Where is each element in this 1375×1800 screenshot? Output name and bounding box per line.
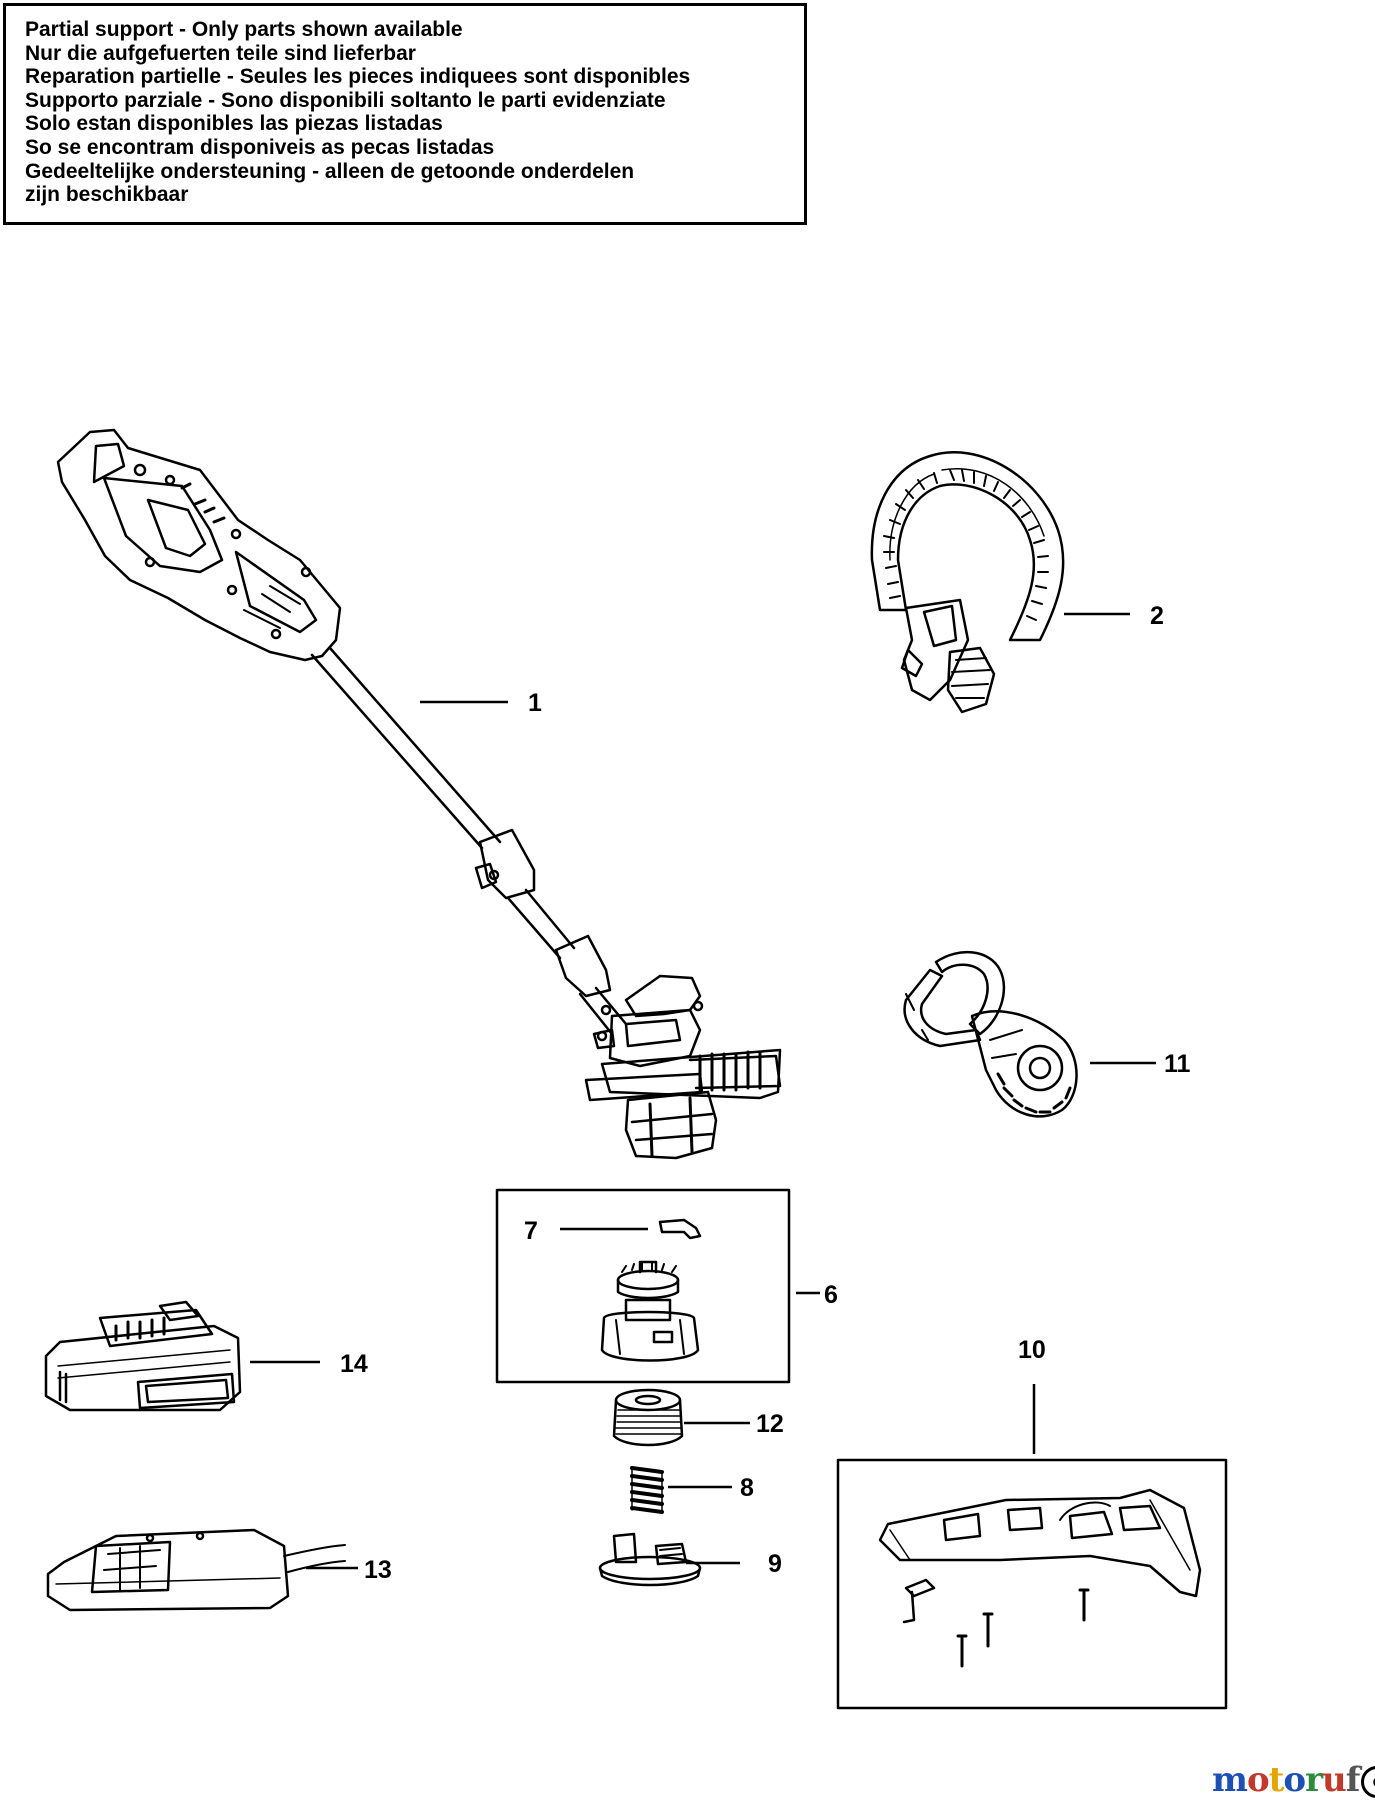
guard-clamp-illustration [903,950,1078,1118]
callout-12: 12 [756,1410,784,1438]
guard-fasteners-illustration [902,1578,1090,1668]
callout-2: 2 [1150,602,1164,630]
notice-line-de: Nur die aufgefuerten teile sind lieferba… [25,41,416,65]
callout-13: 13 [364,1556,392,1584]
watermark-letter: u [1322,1760,1347,1800]
kit-box-6 [495,1188,791,1384]
callout-9: 9 [768,1550,782,1578]
line-spool-illustration [612,1388,684,1447]
spool-cap-clip-illustration [658,1218,702,1240]
spool-cap-illustration [598,1532,702,1587]
guard-illustration [878,1488,1202,1598]
trimmer-assembly-illustration [56,428,782,1160]
callout-8: 8 [740,1474,754,1502]
watermark-letter: o [1283,1760,1306,1800]
notice-line-pt: So se encontram disponiveis as pecas lis… [25,135,495,159]
kit-box-10 [836,1458,1228,1710]
notice-line-nl-cont: zijn beschikbaar [25,183,189,207]
charger-illustration [46,1528,346,1612]
watermark-letter: t [1268,1760,1285,1800]
notice-line-nl: Gedeeltelijke ondersteuning - alleen de … [25,159,635,183]
watermark-letter: o [1246,1760,1270,1800]
spring-illustration [630,1466,664,1514]
callout-1: 1 [528,689,542,717]
callout-7: 7 [524,1217,538,1245]
notice-line-es: Solo estan disponibles las piezas listad… [25,112,443,136]
callout-6: 6 [824,1281,838,1309]
watermark-text: motoruf [1212,1760,1361,1800]
watermark-letter: f [1345,1760,1361,1800]
partial-support-notice: Partial support - Only parts shown avail… [3,3,807,225]
watermark-letter: m [1212,1760,1248,1800]
callout-11: 11 [1164,1050,1191,1078]
callout-14: 14 [340,1350,368,1378]
notice-line-en: Partial support - Only parts shown avail… [25,18,463,41]
notice-line-fr: Reparation partielle - Seules les pieces… [25,65,691,89]
notice-line-it: Supporto parziale - Sono disponibili sol… [25,88,666,112]
auxiliary-handle-illustration [870,451,1065,714]
spool-head-illustration [600,1260,700,1362]
battery-pack-illustration [44,1300,242,1412]
watermark-letter: r [1305,1760,1323,1800]
copyright-symbol: c [1361,1766,1375,1798]
callout-10: 10 [1018,1336,1046,1364]
motoruf-watermark: motorufc [1212,1760,1375,1800]
